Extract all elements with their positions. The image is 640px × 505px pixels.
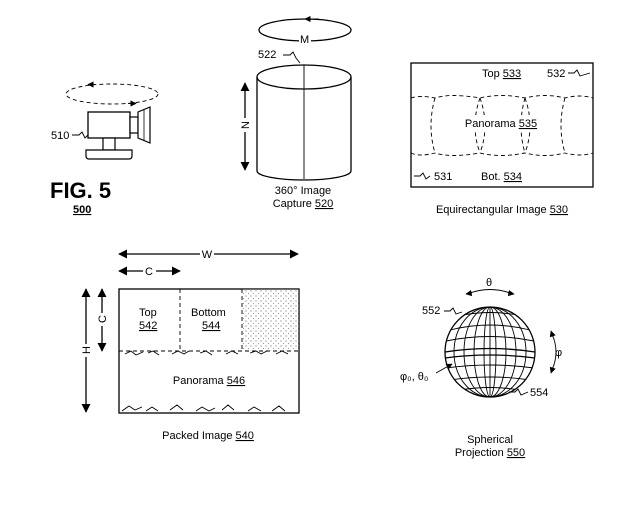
capture-group: M 522 N 360° Image Capture 520 (238, 15, 352, 210)
sphere-theta-arc (469, 289, 511, 294)
equirect-caption: Equirectangular Image 530 (436, 204, 568, 216)
equirect-group: Top 533 532 Panorama 535 531 Bot. 534 Eq… (410, 62, 594, 216)
packed-stipple-region (242, 289, 299, 351)
capture-rotation-label: M (300, 34, 309, 46)
sphere-theta-arrow-right (507, 289, 515, 297)
figure-title: FIG. 5 (50, 178, 111, 203)
packed-c-label-horizontal: C (145, 266, 153, 278)
packed-seam-top-marks (124, 350, 289, 356)
sphere-phi-label: φ (555, 347, 562, 359)
camera-leader-line (72, 131, 89, 139)
sphere-theta-arrow-left (465, 289, 473, 297)
equirect-leader-532 (568, 69, 591, 77)
capture-caption-line2: Capture 520 (273, 198, 334, 210)
sphere-ref-554: 554 (530, 387, 548, 399)
camera-rotation-ring (65, 83, 159, 105)
camera-icon (85, 106, 151, 160)
packed-bottom-ref: 544 (202, 320, 220, 332)
figure-number: 500 (73, 204, 91, 216)
equirect-leader-531 (414, 172, 431, 180)
cylinder-body (256, 77, 352, 181)
sphere-theta-label: θ (486, 277, 492, 289)
packed-bottom-label: Bottom (191, 307, 226, 319)
equirect-panorama-label: Panorama 535 (465, 118, 537, 130)
sphere-leader-554 (509, 388, 529, 396)
equirect-bottom-label: Bot. 534 (481, 171, 522, 183)
packed-width-label: W (202, 249, 213, 261)
capture-ref-522: 522 (258, 49, 276, 61)
sphere-leader-552 (444, 307, 463, 315)
sphere-caption-line1: Spherical (467, 434, 513, 446)
camera-ref-label: 510 (51, 130, 69, 142)
equirect-frame (410, 62, 594, 188)
camera-group: 510 (51, 81, 159, 160)
packed-c-label-vertical: C (97, 315, 109, 323)
packed-seam-bottom-marks (121, 404, 286, 412)
packed-group: W C H C Top 542 Bottom 544 Panorama 546 … (79, 247, 300, 442)
sphere-ref-552: 552 (422, 305, 440, 317)
sphere-point-label: φ₀, θ₀ (400, 371, 429, 383)
packed-top-ref: 542 (139, 320, 157, 332)
packed-panorama-label: Panorama 546 (173, 375, 245, 387)
capture-leader-522 (283, 51, 301, 64)
sphere-point-arrow (435, 363, 453, 374)
sphere-caption-line2: Projection 550 (455, 447, 525, 459)
packed-height-label: H (81, 346, 93, 354)
sphere-phi-arrow-top (549, 330, 556, 338)
capture-caption-line1: 360° Image (275, 185, 331, 197)
equirect-ref-532: 532 (547, 68, 565, 80)
sphere-globe (445, 307, 535, 397)
equirect-top-label: Top 533 (482, 68, 521, 80)
equirect-ref-531: 531 (434, 171, 452, 183)
packed-caption: Packed Image 540 (162, 430, 254, 442)
packed-top-label: Top (139, 307, 157, 319)
capture-height-label: N (240, 121, 252, 129)
sphere-outline (444, 306, 536, 398)
sphere-phi-arrow-bottom (549, 366, 556, 374)
sphere-group: θ 552 φ φ₀, θ₀ 554 (400, 277, 562, 459)
